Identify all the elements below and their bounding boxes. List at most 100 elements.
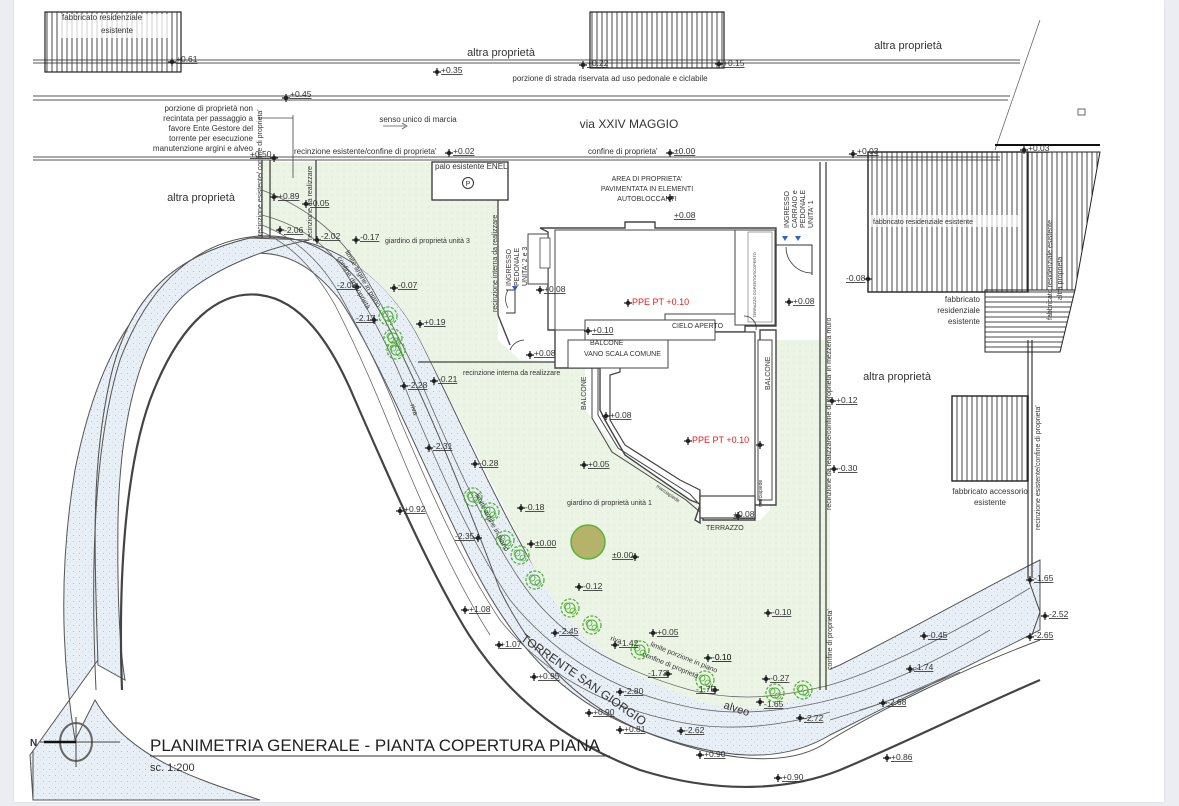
level-rb-6: -2.68 bbox=[887, 697, 907, 707]
label-other-property-top: altra proprietà bbox=[467, 47, 536, 59]
level-lwb-15: +0.90 bbox=[593, 707, 615, 717]
label-one-way: senso unico di marcia bbox=[379, 115, 457, 124]
label-fence-party-wall: recinzione da realizzare/confine di prop… bbox=[826, 318, 833, 510]
label-covered-terrace: TERRAZZO COPERTO/SCOPERTO bbox=[752, 252, 757, 318]
level-lb-12: -2.31 bbox=[433, 441, 453, 451]
level-lb-13: -0.28 bbox=[479, 458, 499, 468]
label-unfenced-portion: porzione di proprietà non recintata per … bbox=[153, 104, 254, 153]
car-entrance-line-4: UNITA' 1 bbox=[808, 200, 815, 228]
level-gd-1: +0.05 bbox=[588, 459, 610, 469]
level-rb-3: -2.65 bbox=[1034, 630, 1054, 640]
level-lwb-17: -2.62 bbox=[685, 725, 705, 735]
ebm-line-1: fabbricato bbox=[945, 295, 981, 304]
ebm-line-3: esistente bbox=[948, 317, 981, 326]
level-lwb-2: -2.35 bbox=[455, 531, 475, 541]
label-riva-2: riva bbox=[609, 635, 622, 645]
unfenced-line-3: favore Ente Gestore del bbox=[169, 124, 254, 133]
north-arrow bbox=[40, 717, 120, 767]
level-gd-7: +0.12 bbox=[836, 395, 858, 405]
level-lwb-13: -0.27 bbox=[770, 673, 790, 683]
label-pedestrian-road: porzione di strada riservata ad uso pedo… bbox=[512, 74, 708, 83]
level-gd-8: -0.30 bbox=[838, 463, 858, 473]
unfenced-line-2: recintata per passaggio a bbox=[163, 114, 253, 123]
level-top-1: +0.61 bbox=[176, 54, 198, 64]
label-common-stair: VANO SCALA COMUNE bbox=[584, 351, 661, 358]
level-bld-5: +0.08 bbox=[793, 296, 815, 306]
label-pedestrian-entrance-23: INGRESSO PEDONALE UNITA' 2 e 3 bbox=[506, 247, 529, 286]
label-balcony: BALCONE bbox=[590, 340, 624, 347]
level-bld-8: -0.08 bbox=[846, 273, 866, 283]
level-lwb-11: +0.95 bbox=[538, 671, 560, 681]
paved-line-1: AREA DI PROPRIETA' bbox=[612, 176, 683, 183]
main-building bbox=[505, 221, 813, 525]
label-paved-area: AREA DI PROPRIETA' PAVIMENTATA IN ELEMEN… bbox=[601, 176, 693, 203]
level-bld-3: +0.08 bbox=[534, 348, 556, 358]
level-bld-7: +0.08 bbox=[733, 509, 755, 519]
garden-area bbox=[262, 162, 820, 709]
level-lwb-10: -2.80 bbox=[624, 686, 644, 696]
level-lwb-6: -1.42 bbox=[619, 638, 639, 648]
level-boundary-3: ±0.00 bbox=[674, 146, 695, 156]
property-boundaries bbox=[258, 115, 1041, 690]
label-accessory-building: fabbricato accessorio bbox=[952, 487, 1028, 496]
level-gd-2: -0.18 bbox=[525, 502, 545, 512]
level-gd-4: ±0.00 bbox=[612, 550, 633, 560]
label-other-property-top-right: altra proprietà bbox=[874, 40, 943, 52]
level-lb-11: -2.28 bbox=[408, 380, 428, 390]
label-existing-building-vert: fabbricato residenziale esistente bbox=[1047, 220, 1054, 320]
level-lwb-7: +0.05 bbox=[657, 627, 679, 637]
level-boundary-4: +0.03 bbox=[857, 146, 879, 156]
level-lb-10: -0.21 bbox=[438, 374, 458, 384]
level-lwb-18: -2.72 bbox=[804, 713, 824, 723]
label-balcone-right: BALCONE bbox=[765, 356, 772, 390]
existing-building-top-mid bbox=[589, 11, 725, 69]
label-garden-unit-3: giardino di proprietà unità 3 bbox=[385, 238, 470, 245]
unfenced-line-1: porzione di proprietà non bbox=[164, 104, 253, 113]
level-boundary-5: +0.03 bbox=[1028, 143, 1050, 153]
label-internal-fence-vertical: recinzione interna da realizzare bbox=[492, 215, 499, 312]
accessory-building bbox=[951, 395, 1029, 482]
enel-pole-box bbox=[431, 161, 509, 201]
car-entrance-line-2: CARRAIO e bbox=[792, 190, 799, 228]
level-lwb-1: +0.92 bbox=[404, 504, 426, 514]
label-internal-fence-horizontal: recinzione interna da realizzare bbox=[463, 370, 560, 377]
level-bld-2: +0.08 bbox=[544, 284, 566, 294]
car-entrance-line-3: PEDONALE bbox=[800, 190, 807, 228]
level-lb-7: -0.07 bbox=[398, 280, 418, 290]
level-rb-5: -1.74 bbox=[914, 662, 934, 672]
level-gd-3: ±0.00 bbox=[535, 538, 556, 548]
label-riva: riva bbox=[408, 403, 418, 416]
level-lwb-12: -1.75 bbox=[696, 684, 716, 694]
label-other-property-left: altra proprietà bbox=[167, 192, 236, 204]
level-top-5: +0.45 bbox=[290, 89, 312, 99]
label-existing-building-2: esistente bbox=[101, 26, 134, 35]
label-balcone-left: BALCONE bbox=[581, 376, 588, 410]
ped-entrance-line-2: PEDONALE bbox=[514, 248, 521, 286]
level-lwb-20: +0.90 bbox=[782, 772, 804, 782]
river-outer-edge bbox=[93, 235, 1041, 760]
bank-lines bbox=[261, 189, 1031, 728]
label-boundary-vertical-lower: confine di proprieta' bbox=[827, 609, 834, 670]
level-ppe-2: PPE PT +0.10 bbox=[692, 435, 749, 445]
unfenced-line-4: torrente per esecuzione bbox=[169, 134, 254, 143]
label-marciapiede-2: marciapiede bbox=[758, 480, 764, 507]
label-existing-building-right: fabbricato residenziale esistente bbox=[873, 219, 973, 226]
level-top-2: +0.35 bbox=[441, 65, 463, 75]
level-lb-1: +0.89 bbox=[278, 191, 300, 201]
level-gd-5: -0.12 bbox=[583, 581, 603, 591]
road-lines bbox=[33, 19, 1086, 161]
street-name: via XXIV MAGGIO bbox=[580, 117, 679, 131]
level-gd-9: -0.10 bbox=[712, 652, 732, 662]
level-boundary-2: +0.02 bbox=[453, 146, 475, 156]
drawing-scale: sc. 1:200 bbox=[150, 762, 195, 774]
paved-line-2: PAVIMENTATA IN ELEMENTI bbox=[601, 186, 693, 193]
label-terrace: TERRAZZO bbox=[706, 525, 744, 532]
parking-letter: P bbox=[466, 181, 471, 188]
level-lwb-4: +1.07 bbox=[500, 639, 522, 649]
level-boundary-1: +0.50 bbox=[250, 149, 272, 159]
label-garden-unit-1: giardino di proprietà unità 1 bbox=[567, 500, 652, 507]
label-car-entrance-1: INGRESSO CARRAIO e PEDONALE UNITA' 1 bbox=[784, 190, 815, 228]
existing-building-right-strip bbox=[1027, 151, 1101, 291]
paved-line-3: AUTOBLOCCANTI bbox=[617, 196, 676, 203]
